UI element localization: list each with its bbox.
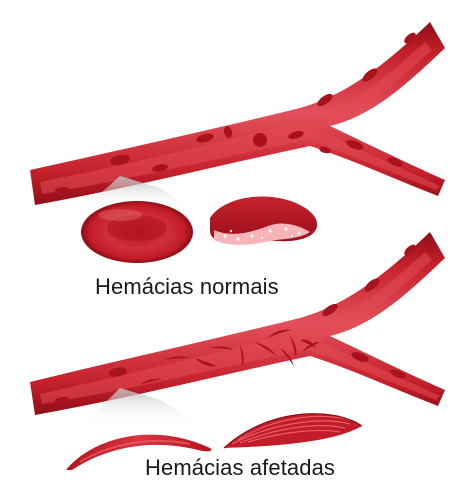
sickle-cell-crescent: [66, 434, 212, 470]
magnifier-cone-normal: [82, 176, 195, 210]
vessel-affected: [30, 232, 445, 415]
vessel-cells-normal: [55, 32, 416, 194]
sickle-cell-striated: [223, 413, 363, 449]
caption-normal-cells: Hemácias normais: [95, 274, 279, 299]
caption-affected-cells: Hemácias afetadas: [145, 455, 336, 480]
normal-cell-disc: [81, 201, 193, 263]
magnifier-cone-affected: [84, 388, 200, 424]
normal-cell-cross-section: [210, 196, 318, 245]
vessel-normal: [30, 22, 445, 205]
vessel-cells-affected: [55, 244, 416, 404]
